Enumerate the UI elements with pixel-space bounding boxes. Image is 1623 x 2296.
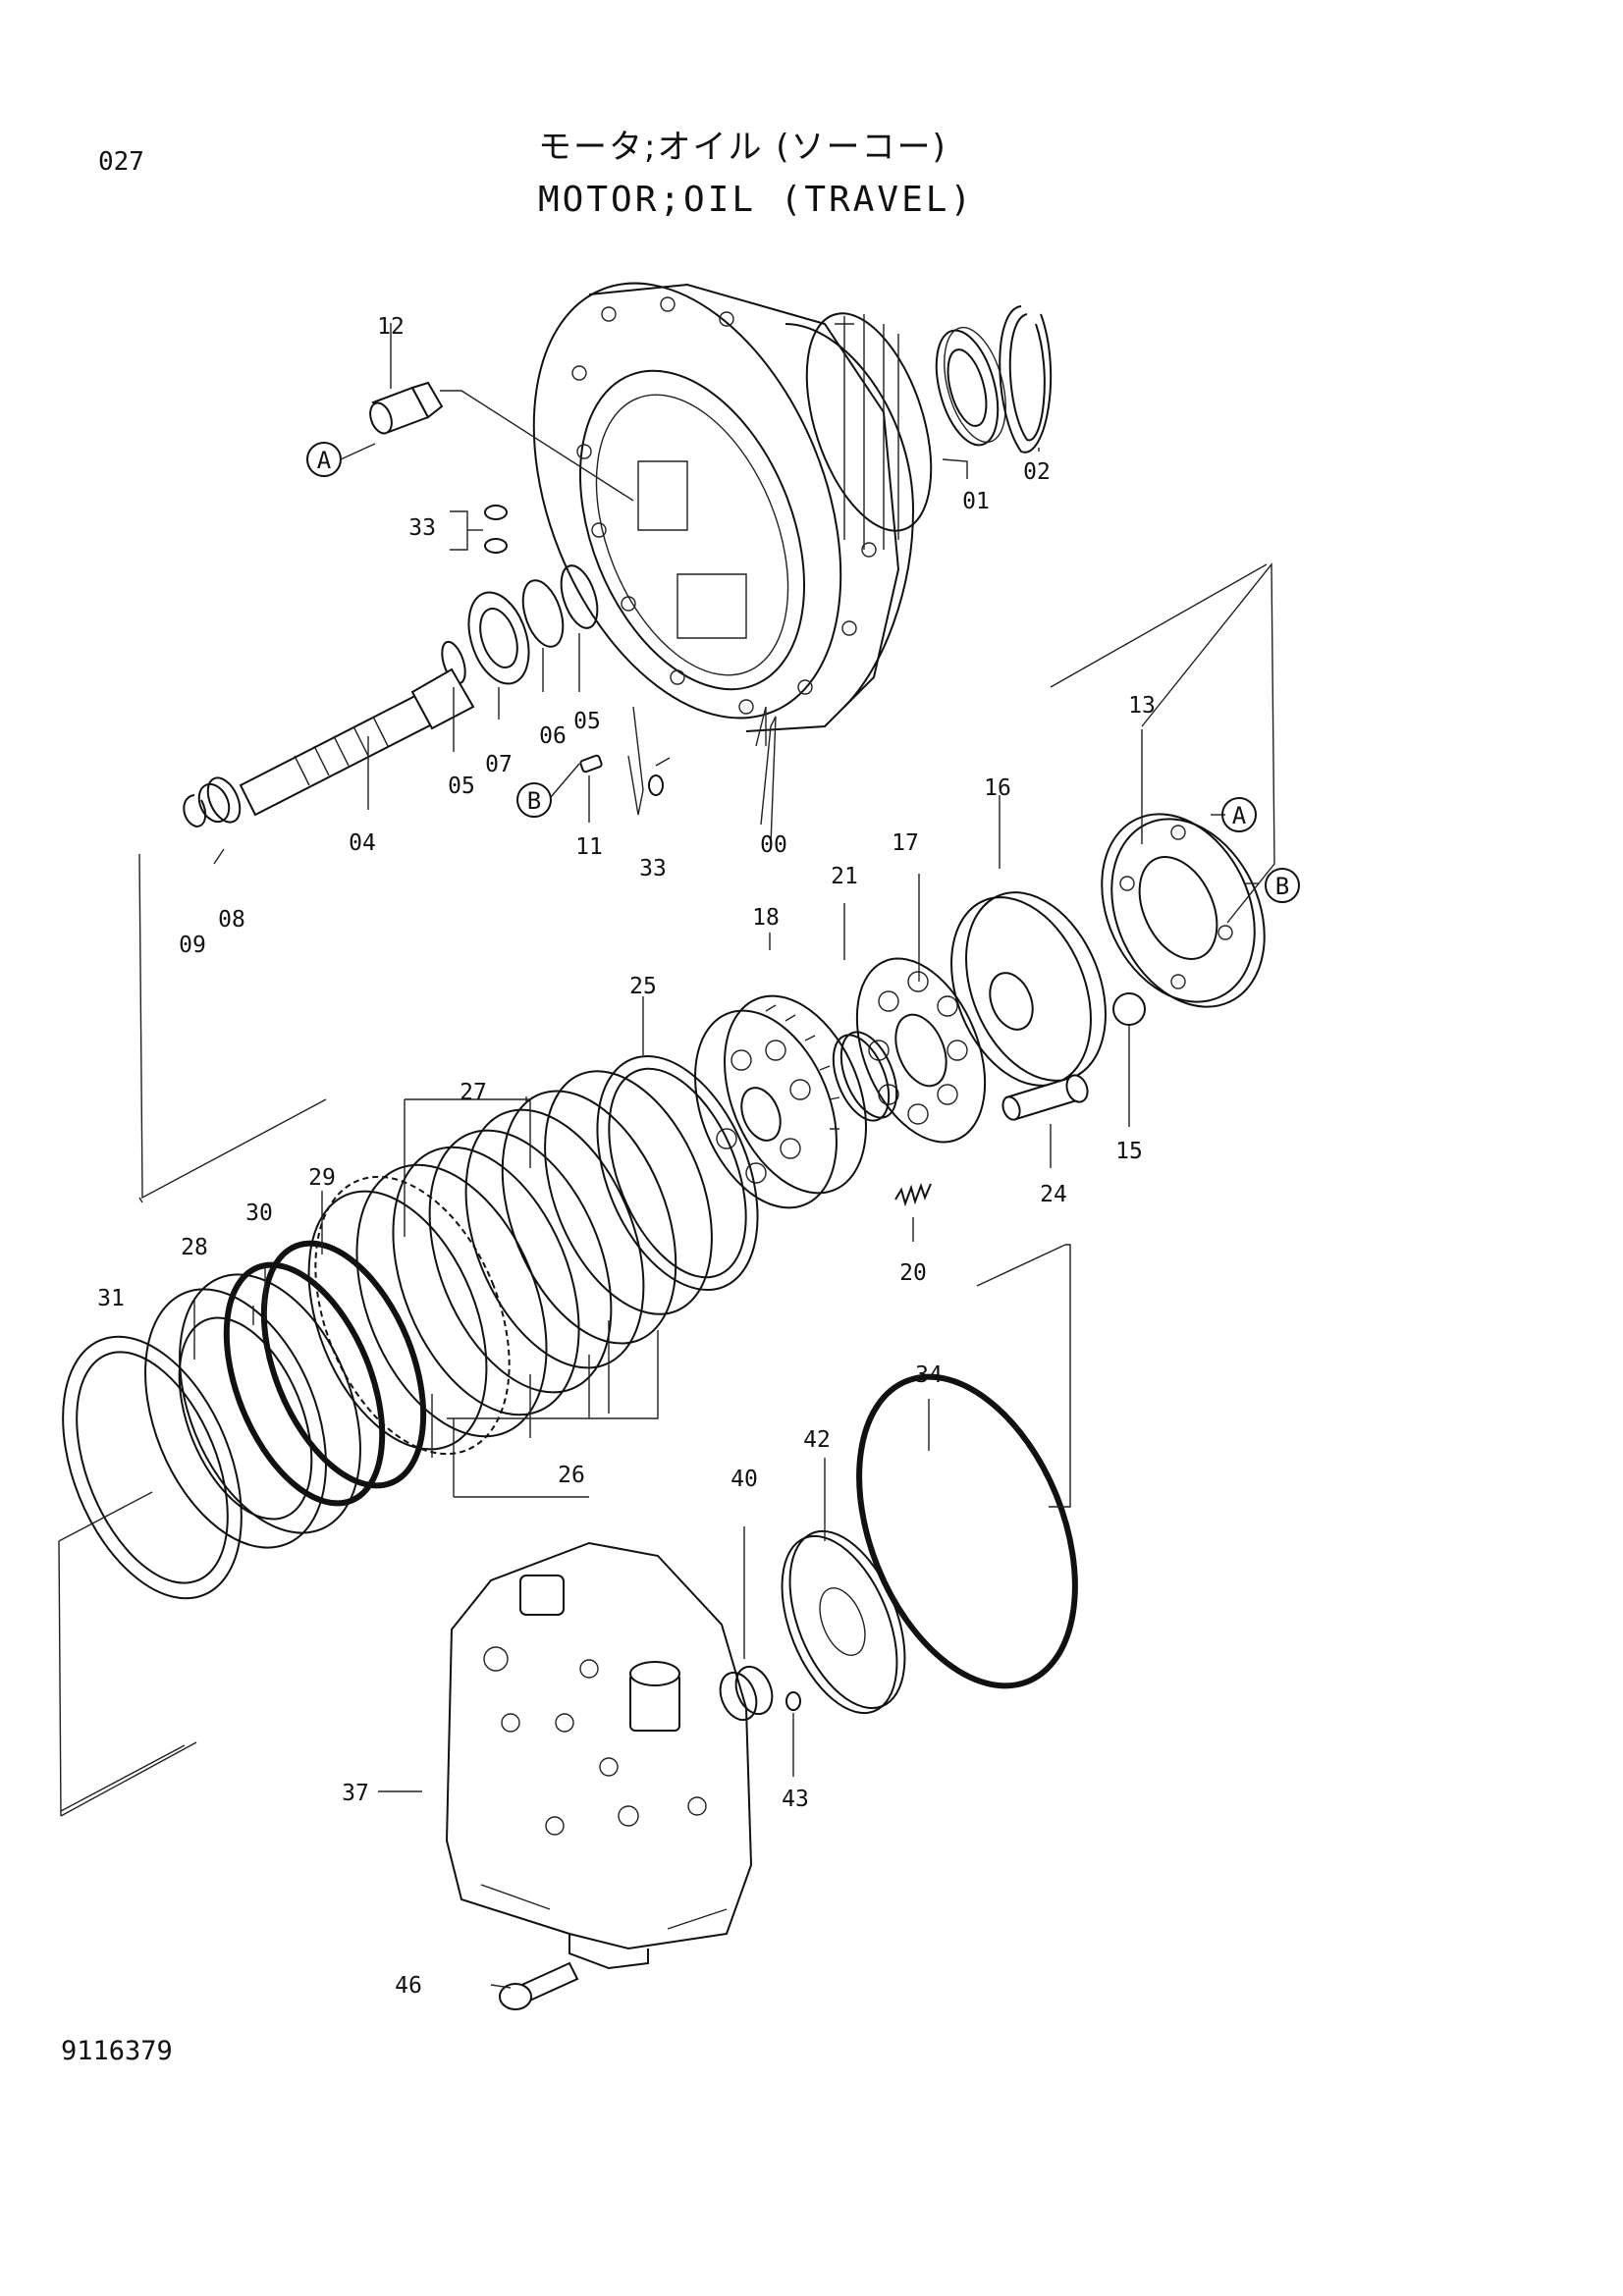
callout-30: 30: [245, 1201, 273, 1226]
part-33-o-rings: [484, 505, 664, 796]
callout-29: 29: [308, 1165, 336, 1191]
callout-04: 04: [349, 830, 376, 856]
part-30-o-ring: [223, 1261, 386, 1507]
callout-09: 09: [179, 933, 206, 958]
part-34-o-ring: [856, 1373, 1078, 1689]
part-08-collar: [197, 782, 231, 824]
callout-31: 31: [97, 1286, 125, 1311]
drawing-number: 9116379: [61, 2036, 173, 2066]
part-00-housing: [532, 282, 933, 732]
marker-a-top: A: [306, 442, 376, 477]
callout-18: 18: [752, 905, 780, 931]
part-04-shaft: [206, 667, 475, 824]
part-06-ring: [521, 579, 565, 648]
callout-07: 07: [485, 752, 513, 777]
part-24-pin: [1001, 1074, 1089, 1121]
marker-b-right: B: [1265, 868, 1300, 903]
callout-20: 20: [899, 1260, 927, 1286]
callout-21: 21: [831, 864, 858, 889]
part-11-pin: [579, 754, 603, 774]
callout-16: 16: [984, 775, 1011, 801]
callout-33b: 33: [639, 856, 667, 881]
marker-a-right: A: [1221, 797, 1257, 832]
callout-12: 13: [1128, 693, 1156, 719]
callout-28: 28: [181, 1235, 208, 1260]
svg-text:A: A: [317, 447, 332, 474]
part-46-bolt: [499, 1961, 579, 2010]
part-20-spring: [894, 1183, 932, 1207]
part-17-valve-plate: [855, 957, 987, 1144]
page-number: 027: [98, 147, 144, 177]
part-12-plate: [1101, 813, 1266, 1008]
callout-26: 26: [558, 1463, 585, 1488]
part-02-snap-ring: [999, 305, 1053, 454]
callouts: 12 33 33 01 02 04 05 05 06 07 08 09 11 0…: [97, 314, 1156, 1999]
callout-06: 06: [539, 723, 567, 749]
title-english: MOTOR;OIL (TRAVEL): [538, 180, 975, 220]
part-21-ring: [832, 1031, 898, 1122]
callout-05a: 05: [448, 774, 475, 799]
callout-37: 37: [342, 1781, 369, 1806]
callout-42: 42: [803, 1427, 831, 1453]
part-18-cylinder-block: [694, 994, 867, 1209]
part-16-disc: [950, 891, 1107, 1087]
part-31-ring: [62, 1335, 243, 1600]
leader-lines: [58, 323, 1275, 1989]
part-28-piston: [144, 1273, 361, 1549]
part-13-ball: [1112, 992, 1146, 1026]
part-42-valve-plate: [781, 1529, 906, 1715]
svg-text:B: B: [527, 787, 541, 815]
callout-27: 27: [460, 1080, 487, 1105]
part-37-valve-block: [445, 1541, 753, 1970]
callout-40: 40: [730, 1467, 758, 1492]
part-01-bearing: [935, 326, 1006, 447]
part-09-snap-ring: [183, 794, 207, 828]
callout-33a: 33: [408, 515, 436, 541]
part-25-plate: [596, 1055, 759, 1291]
callout-01: 01: [962, 489, 990, 514]
part-15-plug: [369, 381, 444, 435]
part-07-bearing: [467, 591, 530, 685]
callout-15: 12: [377, 314, 405, 340]
marker-b-mid: B: [516, 763, 580, 818]
title-japanese: モータ;オイル (ソーコー): [538, 128, 947, 167]
callout-13: 15: [1115, 1139, 1143, 1164]
callout-08: 08: [218, 907, 245, 933]
part-26-27-plates: [307, 1070, 713, 1456]
callout-02: 02: [1023, 459, 1051, 485]
part-29-o-ring: [260, 1240, 427, 1489]
svg-text:A: A: [1232, 802, 1247, 829]
callout-46: 46: [395, 1973, 422, 1999]
callout-24: 24: [1040, 1182, 1067, 1207]
callout-00: 00: [760, 832, 787, 858]
callout-43: 43: [782, 1787, 809, 1812]
callout-34: 34: [915, 1362, 943, 1388]
callout-17: 17: [892, 830, 919, 856]
callout-05b: 05: [573, 709, 601, 734]
callout-25: 25: [629, 974, 657, 999]
callout-11: 11: [575, 834, 603, 860]
svg-text:B: B: [1275, 873, 1289, 900]
part-43-pin: [785, 1691, 801, 1711]
